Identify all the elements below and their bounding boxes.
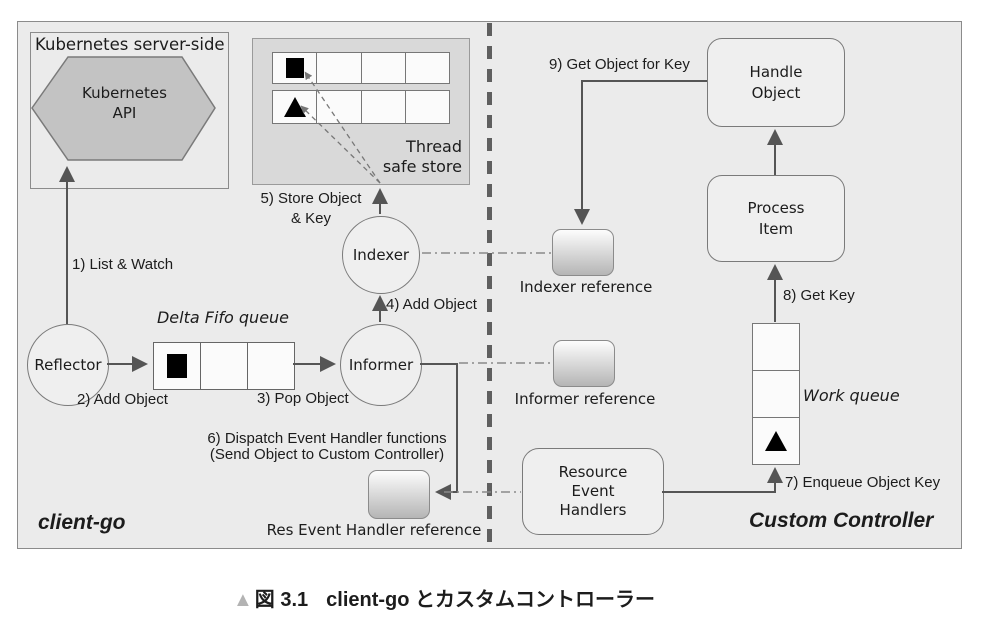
step-label-5: 5) Store Object & Key bbox=[260, 190, 362, 228]
store-cell bbox=[406, 53, 449, 83]
queue-cell bbox=[753, 418, 799, 464]
queue-cell bbox=[753, 371, 799, 418]
store-cell bbox=[273, 91, 318, 123]
delta-fifo-queue-label: Delta Fifo queue bbox=[156, 308, 290, 327]
figure-title: client-go とカスタムコントローラー bbox=[326, 589, 656, 611]
queue-cell bbox=[201, 343, 248, 389]
custom-controller-region-label: Custom Controller bbox=[749, 509, 934, 532]
indexer-node: Indexer bbox=[342, 216, 420, 294]
work-queue bbox=[752, 323, 800, 465]
res-event-handler-reference-label: Res Event Handler reference bbox=[266, 521, 482, 539]
object-square-icon bbox=[285, 58, 304, 78]
step-label-8: 8) Get Key bbox=[783, 287, 855, 304]
step-label-6: 6) Dispatch Event Handler functions (Sen… bbox=[207, 430, 447, 464]
thread-safe-store-label: Thread safe store bbox=[382, 137, 462, 176]
step-label-1: 1) List & Watch bbox=[72, 256, 174, 273]
object-square-icon bbox=[167, 354, 187, 378]
informer-reference-label: Informer reference bbox=[514, 390, 656, 408]
informer-reference-box bbox=[553, 340, 615, 387]
kubernetes-server-side-label: Kubernetes server-side bbox=[35, 35, 225, 54]
figure-number: 図 3.1 bbox=[254, 589, 309, 611]
step-label-9: 9) Get Object for Key bbox=[549, 56, 690, 73]
key-triangle-icon bbox=[283, 97, 306, 117]
queue-cell bbox=[154, 343, 201, 389]
key-triangle-icon bbox=[765, 431, 787, 451]
store-cell bbox=[273, 53, 318, 83]
queue-cell bbox=[248, 343, 294, 389]
store-row-keys bbox=[272, 90, 450, 124]
client-go-region-label: client-go bbox=[38, 511, 126, 534]
store-cell bbox=[406, 91, 449, 123]
process-item-node: Process Item bbox=[707, 175, 845, 262]
informer-node: Informer bbox=[340, 324, 422, 406]
figure-caption: ▲ 図 3.1 client-go とカスタムコントローラー bbox=[233, 583, 655, 612]
step-label-2: 2) Add Object bbox=[77, 391, 168, 408]
work-queue-label: Work queue bbox=[803, 386, 900, 405]
reflector-node: Reflector bbox=[27, 324, 109, 406]
handle-object-node: Handle Object bbox=[707, 38, 845, 127]
indexer-reference-box bbox=[552, 229, 614, 276]
store-cell bbox=[362, 53, 406, 83]
resource-event-handlers-node: Resource Event Handlers bbox=[522, 448, 664, 535]
store-cell bbox=[362, 91, 406, 123]
figure-marker-icon: ▲ bbox=[233, 589, 253, 611]
step-label-3: 3) Pop Object bbox=[257, 390, 349, 407]
step-label-7: 7) Enqueue Object Key bbox=[785, 474, 941, 491]
store-cell bbox=[317, 53, 362, 83]
res-event-handler-reference-box bbox=[368, 470, 430, 519]
delta-fifo-queue bbox=[153, 342, 295, 390]
store-cell bbox=[317, 91, 362, 123]
kubernetes-api-label: Kubernetes API bbox=[82, 84, 167, 122]
store-row-objects bbox=[272, 52, 450, 84]
step-label-4: 4) Add Object bbox=[386, 296, 477, 313]
indexer-reference-label: Indexer reference bbox=[519, 278, 653, 296]
queue-cell bbox=[753, 324, 799, 371]
kubernetes-server-side-box bbox=[30, 32, 229, 189]
